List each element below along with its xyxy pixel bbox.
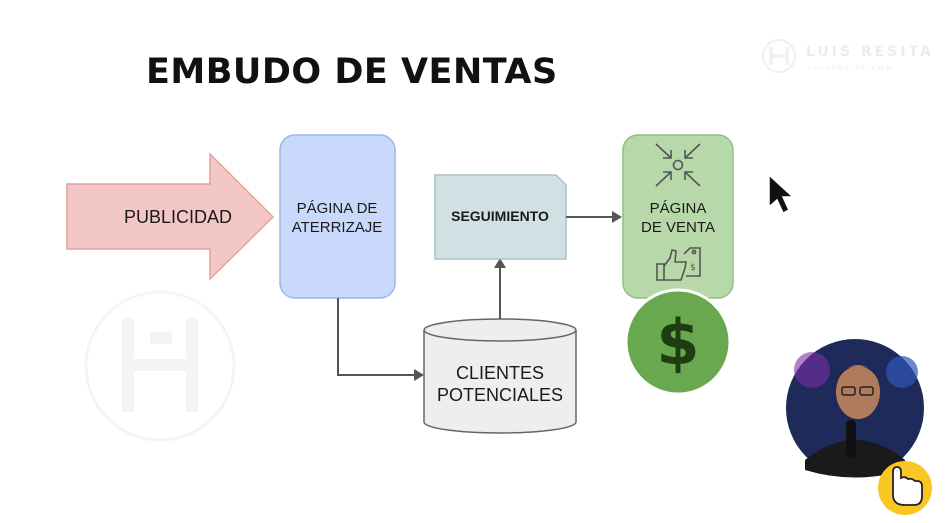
cylinder-body (423, 330, 577, 434)
watermark-url: LUISRESITA.COM (808, 64, 895, 72)
brand-watermark-icon (762, 39, 796, 73)
seguimiento-box (434, 174, 567, 260)
thumbs-up-price-tag-icon: $ (656, 247, 701, 281)
aterrizaje-label-line1: PÁGINA DE (297, 200, 378, 217)
publicidad-arrow-shape (66, 152, 275, 281)
page-title: EMBUDO DE VENTAS (146, 52, 558, 92)
venta-label-line1: PÁGINA (650, 200, 707, 217)
cylinder-top (423, 318, 577, 342)
mouse-pointer-icon (768, 173, 795, 215)
arrowhead-seguimiento (494, 258, 506, 268)
dollar-sign: $ (656, 306, 699, 379)
clientes-cylinder (423, 318, 577, 434)
arrowhead-venta (612, 211, 622, 223)
venta-label-line2: DE VENTA (641, 219, 715, 236)
webcam-bubble (784, 337, 926, 479)
clientes-label-line1: CLIENTES (456, 363, 544, 383)
svg-text:$: $ (690, 263, 696, 273)
clientes-label-line2: POTENCIALES (437, 385, 563, 405)
publicidad-label: PUBLICIDAD (124, 207, 232, 227)
arrowhead-clientes (414, 369, 424, 381)
converge-arrows-icon (655, 143, 701, 187)
aterrizaje-label-line2: ATERRIZAJE (292, 219, 383, 236)
logo-watermark-icon (84, 290, 236, 442)
seguimiento-label: SEGUIMIENTO (451, 208, 549, 224)
dollar-circle (624, 288, 732, 396)
arrow-aterrizaje-to-clientes (337, 298, 414, 376)
pointing-hand-icon (878, 461, 932, 515)
watermark-brand: LUIS RESITA (806, 44, 934, 60)
